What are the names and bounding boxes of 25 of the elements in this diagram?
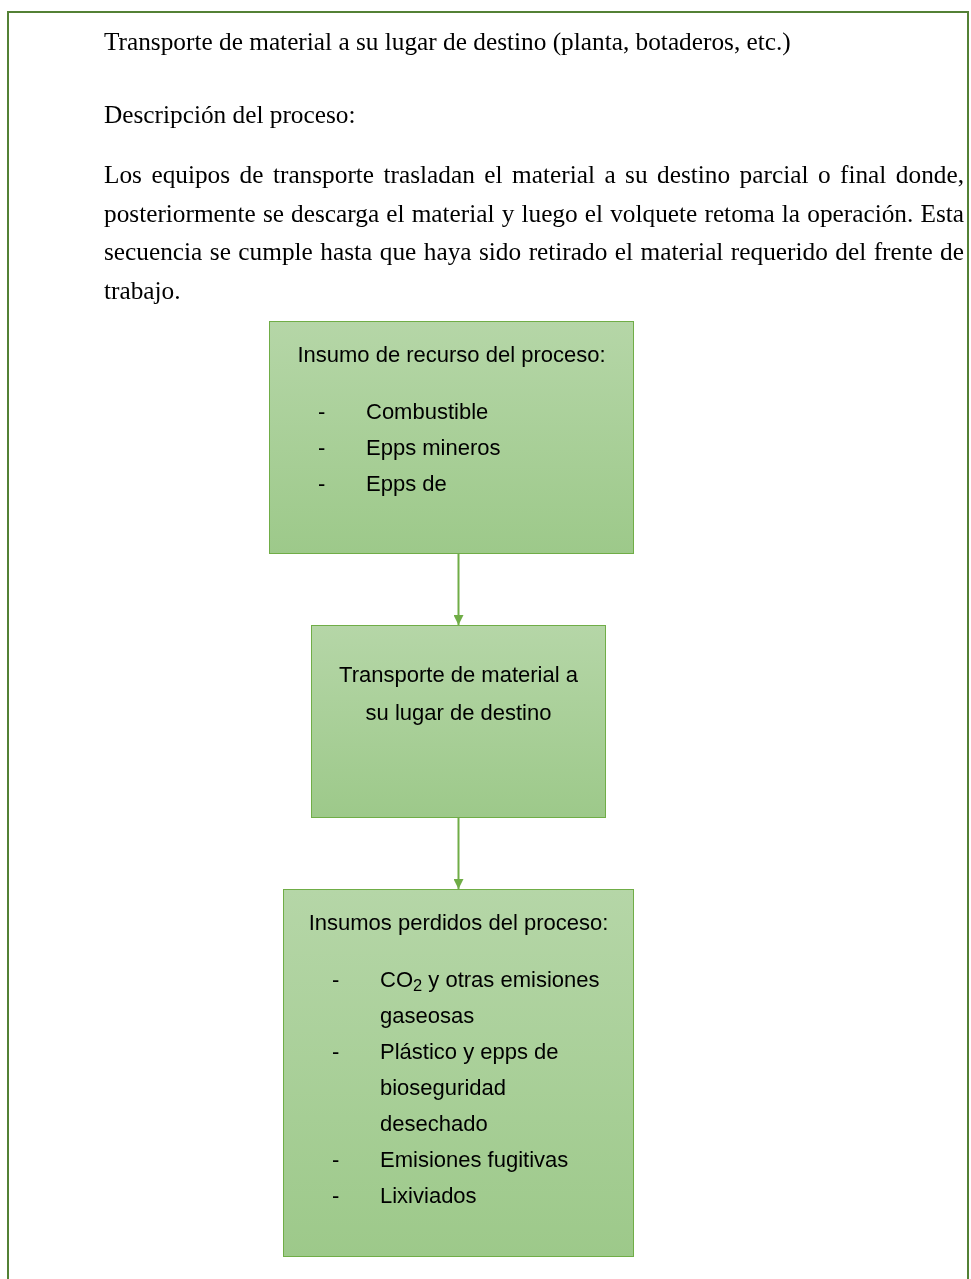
list-item: Epps mineros (366, 434, 501, 462)
section-heading: Descripción del proceso: (104, 98, 356, 130)
arrow (453, 817, 464, 890)
arrow (453, 553, 464, 626)
list-dash: - (332, 966, 341, 994)
description-paragraph: Los equipos de transporte trasladan el material a su destino parcial o final donde, posteriormente se descarga el material y luego el volquete retoma la operación. Esta secuencia se cumple hasta que haya sido retirado el material requerido del frente de trabajo. (104, 159, 964, 306)
box-text: Transporte de material a su lugar de destino (338, 661, 579, 727)
list-item: Combustible (366, 398, 489, 426)
list-item: Plástico y epps de bioseguridad desechado (380, 1038, 560, 1138)
list-item: CO$_{2}$ y otras emisiones gaseosas (380, 966, 601, 1030)
list-item: Emisiones fugitivas (380, 1146, 569, 1174)
list-dash: - (318, 434, 327, 462)
list-dash: - (318, 398, 327, 426)
list-dash: - (318, 470, 327, 498)
process-box (269, 321, 634, 554)
list-dash: - (332, 1182, 341, 1210)
process-box (311, 625, 606, 818)
box-heading: Insumos perdidos del proceso: (308, 909, 609, 937)
list-dash: - (332, 1146, 341, 1174)
process-box (283, 889, 634, 1257)
title: Transporte de material a su lugar de destino (planta, botaderos, etc.) (104, 26, 791, 58)
box-heading: Insumo de recurso del proceso: (296, 341, 607, 369)
list-dash: - (332, 1038, 341, 1066)
list-item: Lixiviados (380, 1182, 477, 1210)
list-item: Epps de (366, 470, 447, 498)
